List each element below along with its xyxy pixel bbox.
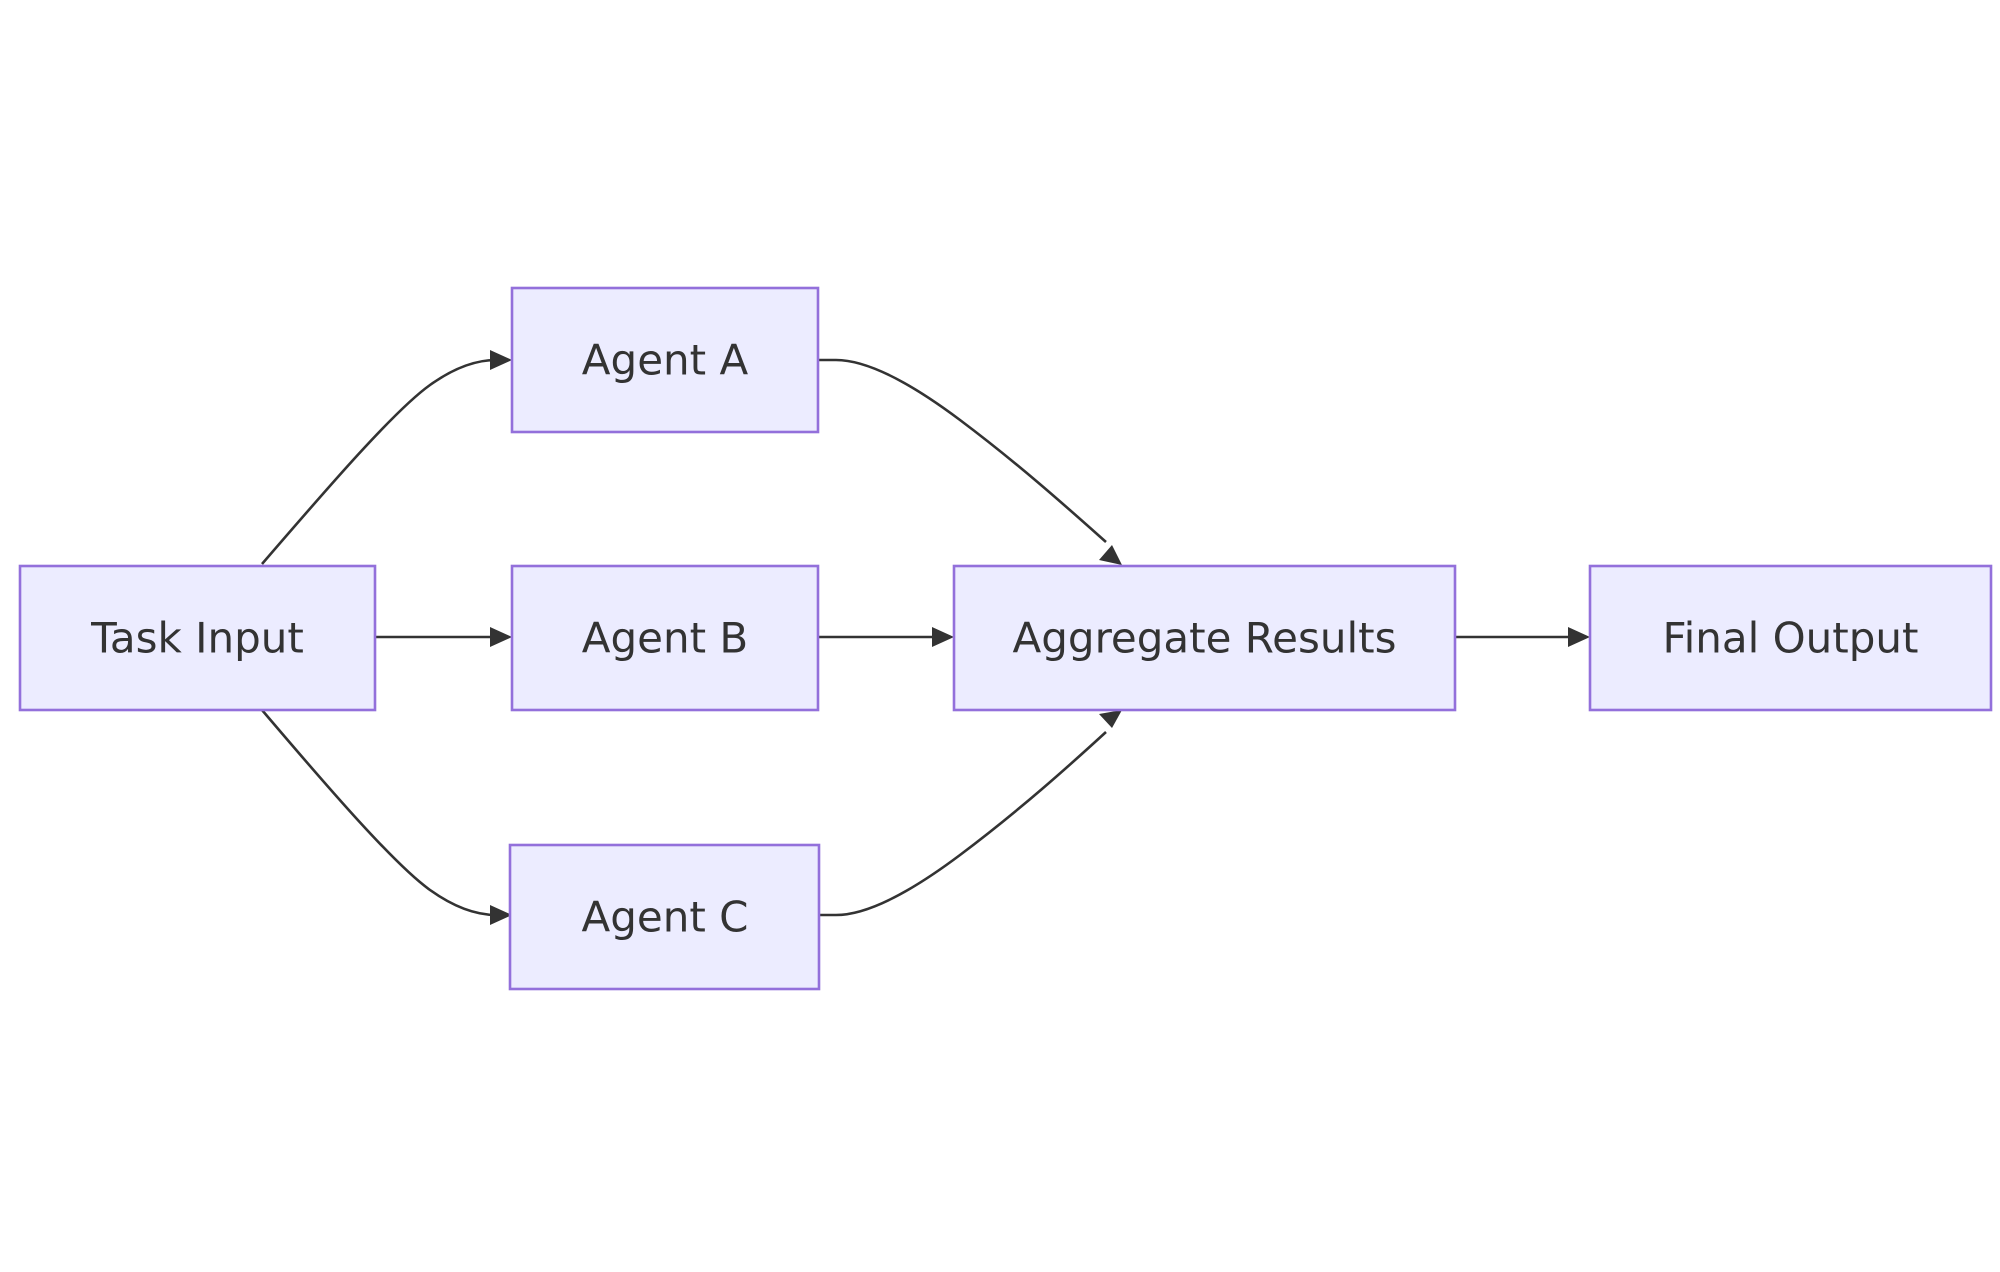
edge-task-input-to-agent-a — [261, 358, 497, 565]
edge-task-input-to-agent-c — [261, 709, 497, 917]
edges — [261, 358, 1572, 917]
node-agent-a[interactable]: Agent A — [510, 286, 820, 434]
arrowhead-agent-c — [490, 905, 512, 925]
node-task-input-label: Task Input — [90, 614, 304, 663]
node-final-output-label: Final Output — [1662, 614, 1918, 663]
node-agent-c-label: Agent C — [582, 893, 749, 942]
node-agent-c[interactable]: Agent C — [508, 843, 821, 991]
arrowheads — [490, 350, 1590, 925]
arrowhead-aggregate-middle — [932, 627, 954, 647]
node-agent-b[interactable]: Agent B — [510, 564, 820, 712]
edge-agent-c-to-aggregate — [818, 731, 1107, 917]
node-aggregate-results-label: Aggregate Results — [1013, 614, 1397, 663]
node-agent-b-label: Agent B — [582, 614, 748, 663]
arrowhead-aggregate-bottom — [1099, 710, 1122, 728]
arrowhead-agent-a — [490, 350, 512, 370]
node-aggregate-results[interactable]: Aggregate Results — [952, 564, 1457, 712]
edge-agent-a-to-aggregate — [818, 358, 1107, 543]
node-final-output[interactable]: Final Output — [1588, 564, 1993, 712]
arrowhead-final-output — [1568, 627, 1590, 647]
node-task-input[interactable]: Task Input — [18, 564, 377, 712]
arrowhead-agent-b — [490, 627, 512, 647]
arrowhead-aggregate-top — [1099, 545, 1122, 565]
node-agent-a-label: Agent A — [582, 336, 749, 385]
